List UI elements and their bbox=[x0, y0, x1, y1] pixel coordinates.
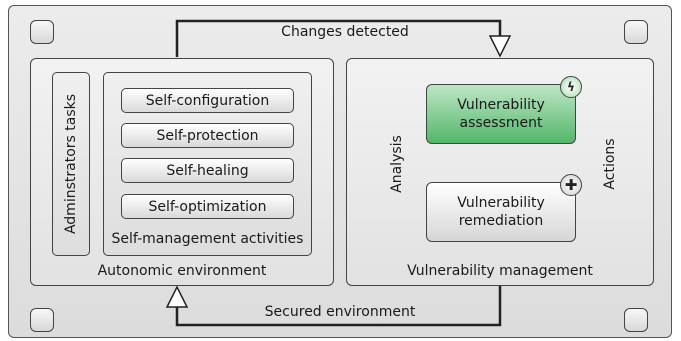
corner-square-bottom-right bbox=[624, 308, 648, 332]
vulnerability-assessment-box: Vulnerability assessment bbox=[426, 84, 576, 144]
administrators-tasks-label: Adminstrators tasks bbox=[63, 93, 79, 235]
plus-icon: ✚ bbox=[560, 174, 582, 196]
assessment-line-2: assessment bbox=[459, 115, 543, 131]
assessment-line-1: Vulnerability bbox=[457, 97, 545, 113]
secured-environment-line bbox=[175, 285, 502, 327]
changes-detected-label: Changes detected bbox=[281, 24, 409, 40]
secured-environment-label: Secured environment bbox=[264, 304, 416, 320]
activity-self-protection: Self-protection bbox=[121, 123, 294, 148]
self-management-title: Self-management activities bbox=[111, 231, 304, 247]
autonomic-environment-title: Autonomic environment bbox=[97, 263, 267, 279]
activity-self-optimization: Self-optimization bbox=[121, 194, 294, 219]
corner-square-top-left bbox=[30, 20, 54, 44]
vulnerability-management-title: Vulnerability management bbox=[407, 263, 593, 279]
changes-detected-arrowhead bbox=[488, 35, 512, 58]
changes-detected-line bbox=[175, 19, 502, 57]
corner-square-top-right bbox=[624, 20, 648, 44]
remediation-line-1: Vulnerability bbox=[457, 195, 545, 211]
administrators-tasks-box bbox=[52, 72, 90, 256]
activity-self-configuration: Self-configuration bbox=[121, 88, 294, 113]
analysis-label: Analysis bbox=[389, 135, 405, 193]
lightning-icon: ϟ bbox=[560, 76, 582, 98]
corner-square-bottom-left bbox=[30, 308, 54, 332]
activity-self-healing: Self-healing bbox=[121, 158, 294, 183]
remediation-line-2: remediation bbox=[458, 213, 544, 229]
actions-label: Actions bbox=[602, 138, 618, 190]
vulnerability-remediation-box: Vulnerability remediation bbox=[426, 182, 576, 242]
secured-environment-arrowhead bbox=[165, 285, 189, 308]
